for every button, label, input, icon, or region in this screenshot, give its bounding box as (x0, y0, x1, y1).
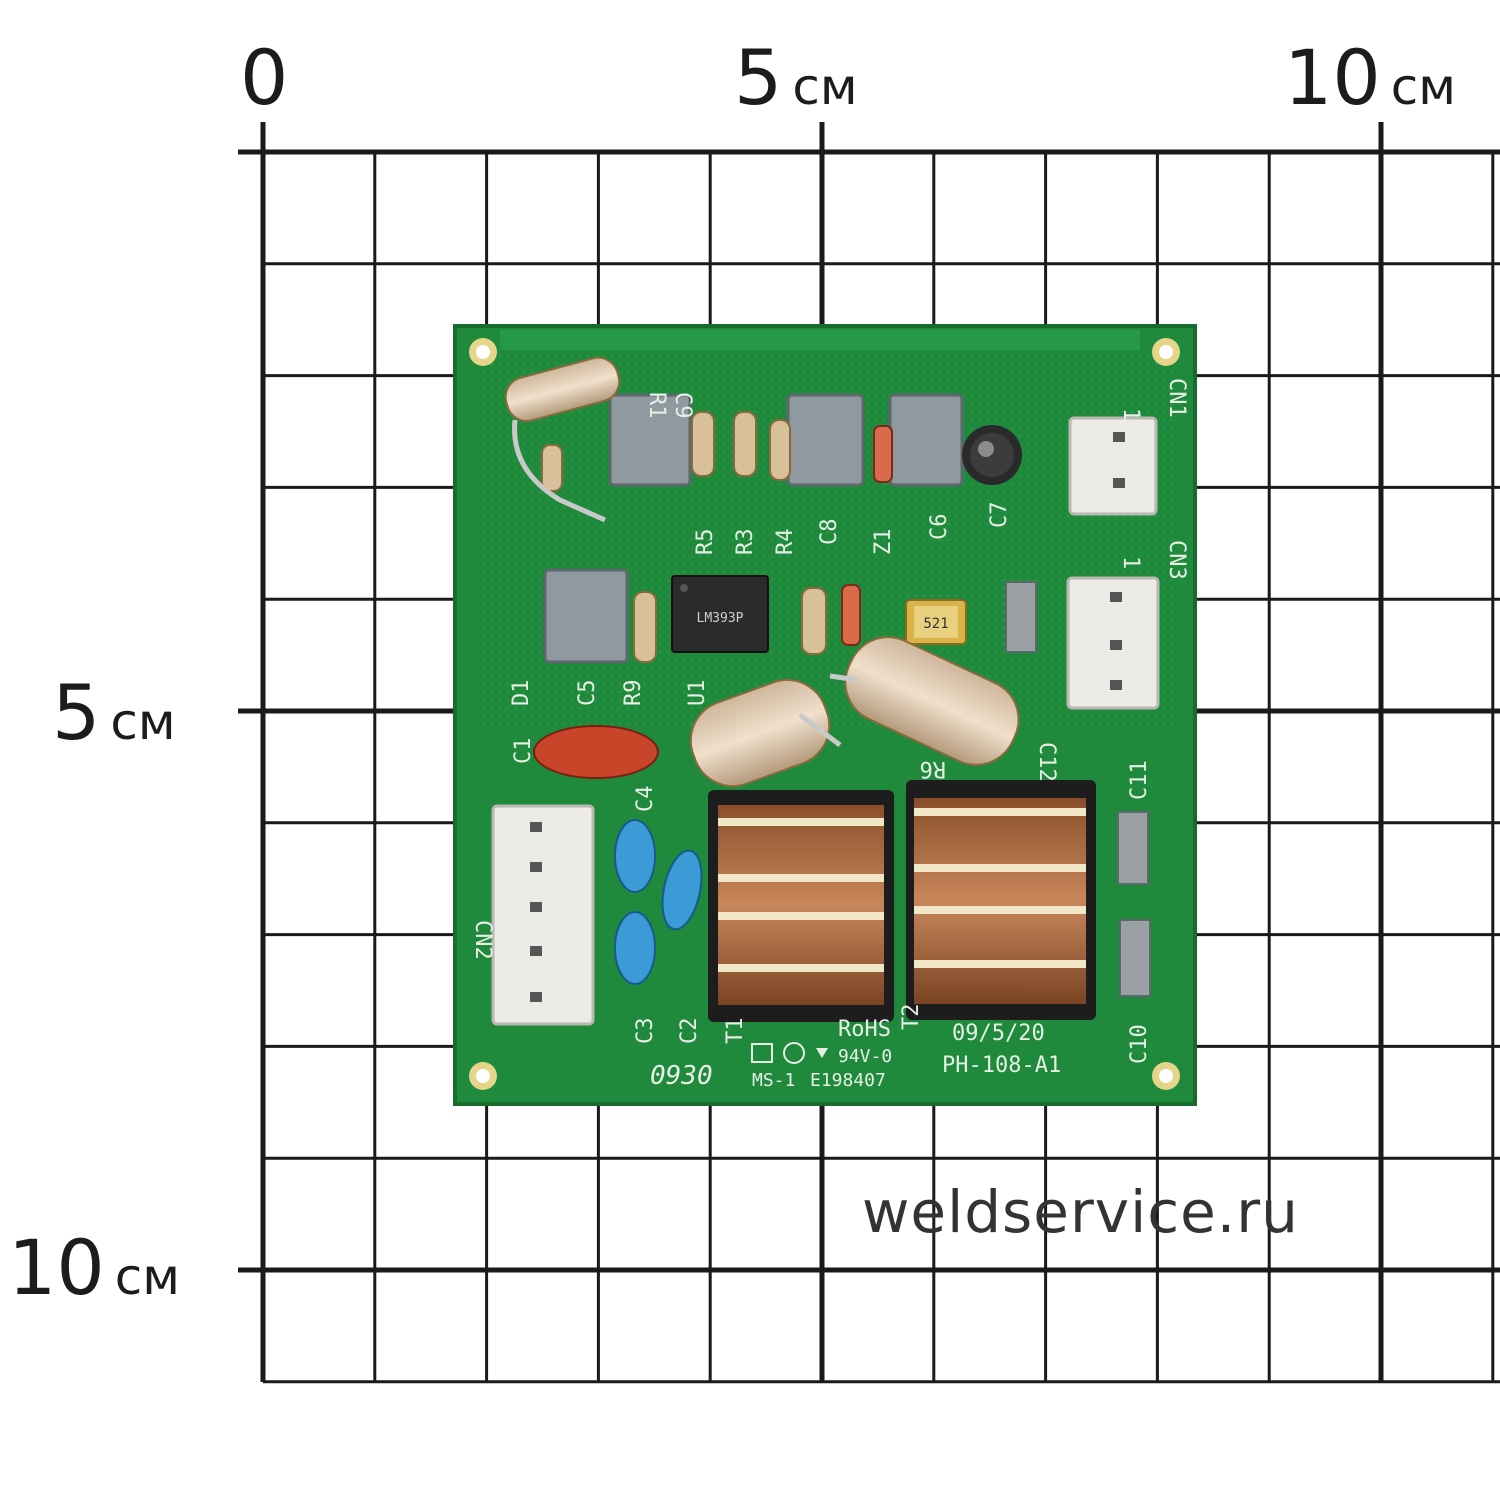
silk-u1: U1 (685, 680, 710, 707)
diode (841, 584, 861, 646)
chip-marking: LM393P (697, 611, 744, 626)
silk-batch: 0930 (650, 1061, 713, 1091)
pcb-top-strip (500, 330, 1140, 350)
transformer-t1 (708, 790, 894, 1022)
film-capacitors (1005, 581, 1151, 997)
silk-c6: C6 (927, 514, 952, 541)
watermark: weldservice.ru (862, 1178, 1299, 1246)
silk-c2: C2 (677, 1018, 702, 1045)
x-axis-label-0: 0 (240, 40, 288, 116)
certification-marks (751, 1042, 828, 1064)
silk-c1: C1 (511, 738, 536, 765)
electrolytic-capacitor (962, 425, 1022, 485)
silk-date: 09/5/20 (952, 1021, 1045, 1046)
silk-cn3-pin: 1 (1118, 556, 1143, 569)
label-unit: см (1390, 58, 1456, 116)
bent-resistor (504, 356, 621, 523)
silk-cn3: CN3 (1164, 540, 1189, 580)
silk-r6: R6 (920, 756, 947, 781)
silkscreen-labels: R1 C9 R5 R3 R4 C8 Z1 C6 C7 1 CN1 1 CN3 D… (470, 378, 1189, 1091)
power-resistors (689, 636, 1020, 788)
zener-diode (873, 425, 893, 483)
silk-ul-file: E198407 (810, 1070, 886, 1091)
silk-rohs: RoHS (838, 1017, 891, 1042)
silk-c5: C5 (575, 680, 600, 707)
label-value: 0 (240, 33, 289, 122)
optocoupler-marking: 521 (923, 616, 948, 632)
red-film-capacitor (533, 725, 659, 779)
label-value: 10 (8, 1223, 105, 1312)
silk-c7: C7 (987, 502, 1012, 529)
optocoupler: 521 (905, 599, 967, 645)
silk-c11: C11 (1127, 760, 1152, 800)
connectors (491, 416, 1160, 1026)
small-transformers (543, 393, 964, 664)
label-unit: см (114, 1248, 180, 1306)
silk-cn1-pin: 1 (1118, 408, 1143, 421)
transformer-t2 (906, 780, 1096, 1020)
small-resistors (541, 411, 827, 663)
silk-r5: R5 (693, 529, 718, 556)
silk-z1: Z1 (871, 529, 896, 556)
silk-t2: T2 (899, 1004, 924, 1031)
silk-c12: C12 (1034, 742, 1059, 782)
silk-c9: C9 (670, 392, 695, 419)
connector-pins (530, 432, 1125, 1002)
label-value: 5 (52, 668, 101, 757)
silk-model: PH-108-A1 (942, 1053, 1061, 1078)
silk-c10: C10 (1127, 1024, 1152, 1064)
silk-d1: D1 (509, 680, 534, 707)
label-value: 5 (734, 33, 783, 122)
silk-r1: R1 (644, 392, 669, 419)
silk-cn2: CN2 (470, 920, 495, 960)
mounting-holes (469, 338, 1180, 1090)
silk-c3: C3 (633, 1018, 658, 1045)
silk-r9: R9 (621, 680, 646, 707)
silk-c8: C8 (817, 519, 842, 546)
silk-c4: C4 (633, 786, 658, 813)
silk-r4: R4 (773, 529, 798, 556)
silk-cn1: CN1 (1164, 378, 1189, 418)
silk-flame-rating: 94V-0 (838, 1046, 892, 1067)
silk-t1: T1 (723, 1018, 748, 1045)
silk-r3: R3 (733, 529, 758, 556)
ceramic-capacitors (614, 819, 703, 985)
label-unit: см (792, 58, 858, 116)
label-value: 10 (1284, 33, 1381, 122)
ic-chip: LM393P (671, 575, 769, 653)
silk-ms: MS-1 (752, 1070, 795, 1091)
label-unit: см (110, 693, 176, 751)
